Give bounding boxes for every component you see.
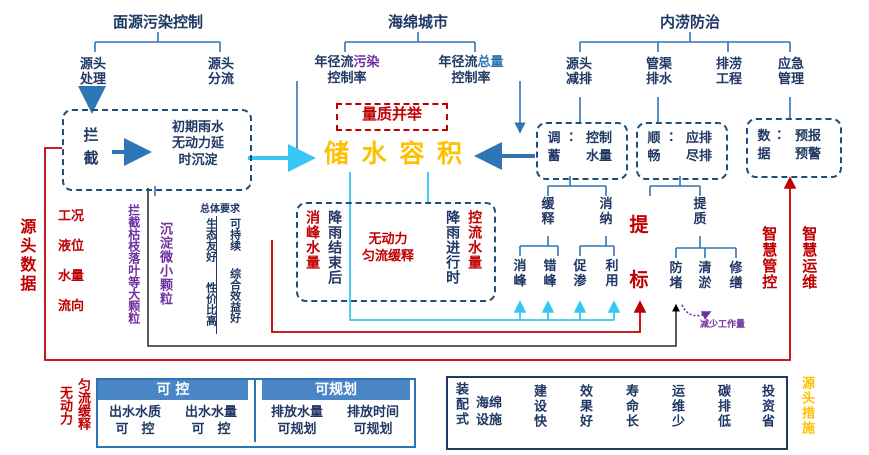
regulate-box — [536, 122, 628, 180]
flow-control-volume: 控流水量 — [466, 210, 483, 270]
less-work-label: 减少工作量 — [700, 320, 746, 330]
right-tree-line — [579, 32, 791, 52]
discharge-time-cell: 排放时间可规划 — [346, 405, 399, 437]
dredge-label: 清淤 — [698, 261, 712, 291]
source-split-label: 源头分流 — [207, 57, 234, 87]
bottom-left-panel — [96, 378, 416, 448]
center-tree-line — [344, 32, 476, 52]
no-power-slow-release: 无动力匀流缓释 — [361, 232, 414, 264]
smooth-box — [636, 122, 728, 180]
absorb-split — [579, 236, 615, 256]
red-feedback-loop — [44, 147, 797, 361]
absorb-label: 消纳 — [599, 197, 613, 227]
intercept-leaves-label: 拦截枯枝落叶等大颗粒 — [126, 204, 141, 324]
purple-dotted-arrow — [681, 304, 712, 320]
repair-label: 修缮 — [729, 261, 743, 291]
overall-c: 性价比高 — [204, 282, 218, 326]
regulate-control: 控制水量 — [585, 131, 612, 164]
overall-a: 生态友好 — [204, 218, 218, 262]
benefit-build-fast: 建设快 — [530, 384, 546, 429]
top-title-center: 海绵城市 — [387, 13, 448, 31]
drain-engineering-label: 排涝工程 — [715, 57, 742, 87]
source-measures-label: 源头措施 — [798, 376, 814, 436]
overall-title: 总体要求 — [200, 204, 240, 215]
smooth-split — [649, 176, 701, 196]
sponge-facility-label: 海绵设施 — [475, 396, 502, 428]
outflow-quality-cell: 出水水质可 控 — [108, 405, 161, 437]
peak-cut-volume: 消峰水量 — [304, 210, 321, 270]
smooth-label: 顺畅 — [647, 131, 661, 164]
rain-process-box — [296, 202, 496, 302]
lift-standard-label: 提标 — [629, 214, 649, 292]
slow-release-label: 缓释 — [541, 197, 555, 227]
peak-b-label: 错峰 — [543, 259, 557, 289]
emergency-label: 应急管理 — [777, 57, 804, 87]
smart-control-label: 智慧管控 — [760, 226, 779, 290]
runoff-total-label: 年径流总量控制率 — [438, 55, 504, 87]
source-data-label: 源头数据 — [17, 218, 37, 294]
benefit-low-investment: 投资省 — [758, 384, 774, 429]
top-title-left: 面源污染控制 — [112, 13, 203, 31]
overall-d: 综合效益好 — [228, 268, 242, 323]
storage-volume-title: 储 水 容 积 — [323, 139, 465, 168]
forecast-label: 预报预警 — [794, 129, 821, 162]
bottom-side-a: 无动力 — [56, 386, 72, 425]
after-rain-label: 降雨结束后 — [326, 210, 343, 285]
initial-rain-label: 初期雨水无动力延时沉淀 — [171, 120, 224, 168]
discharge-volume-cell: 排放水量可规划 — [270, 405, 323, 437]
top-title-right: 内涝防治 — [659, 13, 720, 31]
intercept-box — [62, 109, 252, 191]
left-tree-line — [94, 32, 221, 52]
outflow-volume-cell: 出水水量可 控 — [184, 405, 237, 437]
right-sub-lines — [579, 97, 791, 122]
cyan-bottom-line — [349, 172, 614, 321]
red-to-lift — [271, 240, 647, 333]
benefit-good-effect: 效果好 — [576, 384, 592, 429]
black-line — [147, 188, 680, 347]
runoff-pollution-arrow — [296, 81, 314, 164]
regulate-split — [547, 176, 607, 196]
benefit-long-life: 寿命长 — [622, 384, 638, 429]
benefit-low-carbon: 碳排低 — [714, 384, 730, 429]
smart-ops-label: 智慧运维 — [800, 226, 819, 290]
infiltration-label: 促渗 — [573, 259, 587, 289]
source-treatment-label: 源头处理 — [79, 57, 106, 87]
quality-label: 量质并举 — [361, 105, 422, 123]
pipe-drain-label: 管渠排水 — [645, 57, 672, 87]
data-box — [746, 118, 842, 178]
quality-up-label: 提质 — [693, 197, 707, 227]
data-label: 数据 — [757, 129, 771, 162]
during-rain-label: 降雨进行时 — [444, 210, 461, 285]
runoff-pollution-label: 年径流污染控制率 — [314, 55, 380, 87]
overall-b: 可持续 — [228, 218, 242, 251]
intercept-label: 拦截 — [83, 126, 99, 167]
quality-box — [336, 103, 448, 131]
reuse-label: 利用 — [605, 259, 619, 289]
smooth-control: 应排尽排 — [685, 131, 712, 164]
regulate-label: 调蓄 — [547, 131, 561, 164]
source-reduce-label: 源头减排 — [565, 57, 592, 87]
bottom-side-b: 匀流缓释 — [74, 378, 90, 430]
plannable-header: 可规划 — [262, 380, 410, 400]
slow-split — [519, 236, 559, 256]
prefab-label: 装配式 — [452, 382, 468, 427]
anti-block-label: 防堵 — [669, 261, 683, 291]
sediment-label: 沉淀微小颗粒 — [156, 222, 172, 306]
benefit-low-maintenance: 运维少 — [668, 384, 684, 429]
controllable-header: 可 控 — [98, 380, 248, 400]
peak-a-label: 消峰 — [513, 259, 527, 289]
quality-split — [675, 236, 737, 258]
left-items: 工况 液位 水量 流向 — [58, 209, 85, 314]
bottom-right-panel — [446, 376, 788, 450]
